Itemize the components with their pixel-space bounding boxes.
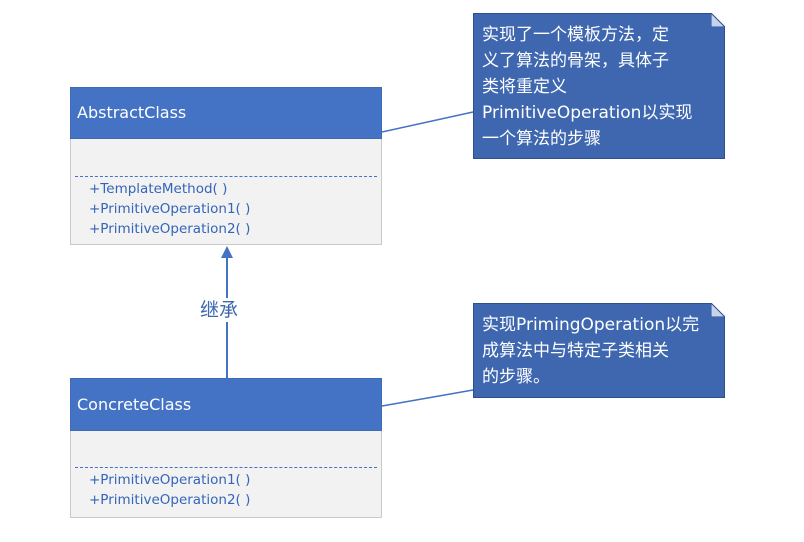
method-item: +PrimitiveOperation2( ): [89, 221, 251, 237]
inheritance-label: 继承: [196, 298, 243, 322]
note-abstract[interactable]: 实现了一个模板方法，定 义了算法的骨架，具体子 类将重定义 PrimitiveO…: [473, 13, 725, 159]
concrete-class-methods: +PrimitiveOperation1( ) +PrimitiveOperat…: [89, 470, 250, 510]
inheritance-arrowhead: [221, 246, 233, 258]
abstract-class-divider: [75, 176, 377, 177]
abstract-class-body: +TemplateMethod( ) +PrimitiveOperation1(…: [70, 139, 382, 245]
note-concrete-line: 成算法中与特定子类相关: [482, 341, 669, 361]
method-item: +PrimitiveOperation1( ): [89, 472, 251, 488]
concrete-class-divider: [75, 467, 377, 468]
note-concrete[interactable]: 实现PrimingOperation以完 成算法中与特定子类相关 的步骤。: [473, 303, 725, 398]
concrete-class-header: ConcreteClass: [70, 378, 382, 431]
method-item: +TemplateMethod( ): [89, 181, 228, 197]
note-abstract-line: 实现了一个模板方法，定: [482, 25, 669, 45]
concrete-class-box[interactable]: ConcreteClass +PrimitiveOperation1( ) +P…: [70, 378, 382, 518]
note-concrete-line: 实现PrimingOperation以完: [482, 315, 700, 335]
abstract-class-name: AbstractClass: [77, 103, 187, 122]
note-concrete-connector: [381, 389, 474, 407]
folded-corner-icon: [711, 13, 725, 27]
folded-corner-icon: [711, 303, 725, 317]
note-concrete-line: 的步骤。: [482, 367, 550, 387]
note-abstract-connector: [381, 111, 474, 133]
abstract-class-methods: +TemplateMethod( ) +PrimitiveOperation1(…: [89, 179, 250, 239]
method-item: +PrimitiveOperation1( ): [89, 201, 251, 217]
method-item: +PrimitiveOperation2( ): [89, 492, 251, 508]
abstract-class-box[interactable]: AbstractClass +TemplateMethod( ) +Primit…: [70, 87, 382, 245]
concrete-class-name: ConcreteClass: [77, 394, 192, 414]
abstract-class-header: AbstractClass: [70, 87, 382, 139]
note-abstract-line: 一个算法的步骤: [482, 129, 601, 149]
note-abstract-line: 义了算法的骨架，具体子: [482, 51, 669, 71]
note-abstract-line: 类将重定义: [482, 77, 567, 97]
concrete-class-body: +PrimitiveOperation1( ) +PrimitiveOperat…: [70, 431, 382, 518]
note-abstract-line: PrimitiveOperation以实现: [482, 103, 693, 123]
